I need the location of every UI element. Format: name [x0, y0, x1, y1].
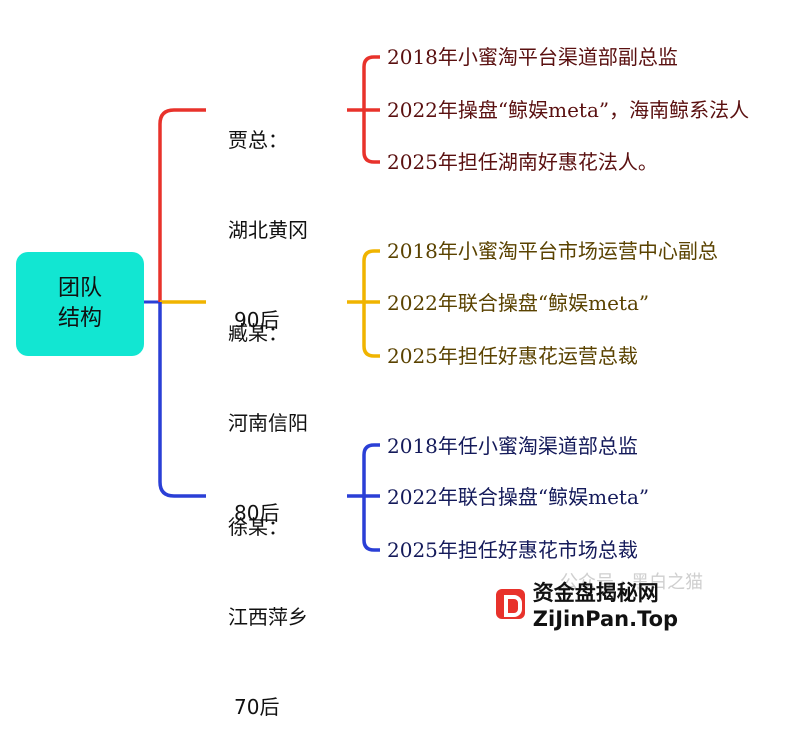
person-node-jia: 贾总： 湖北黄冈 90后 — [228, 65, 308, 365]
person-age: 70后 — [234, 695, 280, 719]
career-item: 2022年联合操盘“鲸娱meta” — [387, 291, 650, 315]
career-item: 2025年担任好惠花市场总裁 — [387, 538, 638, 562]
person-age: 80后 — [234, 501, 280, 525]
connector-lines — [144, 55, 380, 552]
career-item: 2025年担任好惠花运营总裁 — [387, 344, 638, 368]
career-item: 2025年担任湖南好惠花法人。 — [387, 150, 658, 174]
person-name: 徐某： — [228, 515, 288, 539]
root-node: 团队 结构 — [16, 252, 144, 356]
career-item: 2022年操盘“鲸娱meta”，海南鲸系法人 — [387, 98, 750, 122]
person-age: 90后 — [234, 308, 280, 332]
root-label-line1: 团队 — [57, 276, 102, 301]
logo-icon — [496, 589, 525, 619]
person-place: 湖北黄冈 — [228, 218, 308, 242]
site-badge: 资金盘揭秘网 ZiJinPan.Top — [496, 577, 800, 631]
career-item: 2018年小蜜淘平台市场运营中心副总 — [387, 239, 718, 263]
career-item: 2022年联合操盘“鲸娱meta” — [387, 485, 650, 509]
watermark: 公众号 · 黑白之猫 — [560, 572, 704, 593]
person-name: 贾总： — [228, 128, 288, 152]
person-place: 江西萍乡 — [228, 605, 308, 629]
person-name: 臧某： — [228, 321, 288, 345]
person-node-zang: 臧某： 河南信阳 80后 — [228, 258, 308, 558]
person-place: 河南信阳 — [228, 411, 308, 435]
person-node-xu: 徐某： 江西萍乡 70后 — [228, 452, 308, 752]
career-item: 2018年小蜜淘平台渠道部副总监 — [387, 45, 678, 69]
career-item: 2018年任小蜜淘渠道部总监 — [387, 434, 638, 458]
badge-text: 资金盘揭秘网 ZiJinPan.Top — [532, 581, 679, 631]
root-label-line2: 结构 — [57, 306, 102, 331]
